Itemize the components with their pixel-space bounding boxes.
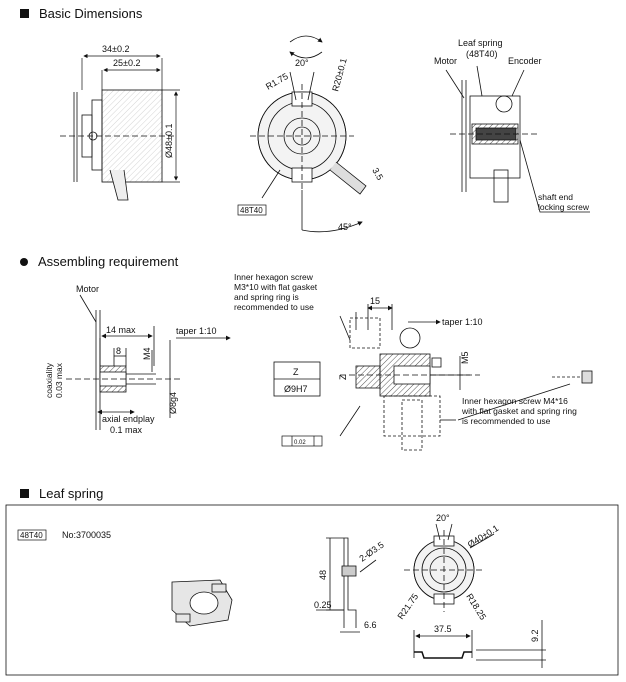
assembly-left: [66, 294, 231, 430]
section-view: [445, 65, 590, 213]
leaf-dim-66: 6.6: [364, 620, 377, 630]
shaft-line-1: shaft end: [538, 192, 573, 202]
dim-angle-top: 20°: [295, 58, 309, 68]
leaf-flat: [413, 620, 546, 668]
label-taper-2: taper 1:10: [442, 317, 483, 327]
leaf-r2: R18.25: [464, 592, 488, 622]
side-view: [60, 89, 175, 201]
side-dimensions: [81, 53, 180, 183]
dot-bullet-icon: [20, 257, 28, 266]
dim-width-total: 34±0.2: [102, 44, 129, 54]
section-title: Assembling requirement: [38, 254, 179, 269]
shaft-line-2: locking screw: [538, 202, 590, 212]
dim-d8g4: Ø8g4: [168, 392, 178, 414]
square-bullet-icon: [20, 9, 29, 18]
tolerance-value: 0.02: [294, 440, 306, 446]
dim-m4: M4: [142, 347, 152, 360]
leaf-frame: [5, 504, 619, 676]
dim-radius-b: R20±0.1: [330, 57, 348, 92]
coax-line-2: 0.03 max: [54, 362, 64, 398]
dim-m5: M5: [460, 351, 470, 364]
leaf-number: No:3700035: [62, 530, 111, 540]
label-coaxiality: coaxiality0.03 max: [44, 362, 64, 398]
endplay-line-2: 0.1 max: [110, 425, 143, 435]
leaf-dim-92: 9.2: [530, 629, 540, 642]
dim-14max: 14 max: [106, 325, 136, 335]
fit-box: [273, 361, 321, 397]
label-encoder: Encoder: [508, 56, 542, 66]
leaf-line-2: (48T40): [466, 49, 498, 59]
label-motor: Motor: [434, 56, 457, 66]
square-bullet-icon: [20, 489, 29, 498]
section-assembling: Assembling requirement: [20, 254, 178, 269]
section-leaf-spring: Leaf spring: [20, 486, 103, 501]
tag-48t40: 48T40: [240, 206, 263, 215]
leaf-dim-025: 0.25: [314, 600, 332, 610]
coax-line-1: coaxiality: [44, 362, 54, 398]
dim-width-body: 25±0.2: [113, 58, 140, 68]
dim-8: 8: [116, 346, 121, 356]
label-motor-2: Motor: [76, 284, 99, 294]
dim-offset: 3.5: [370, 166, 385, 182]
assembly-right: [339, 304, 480, 451]
dim-angle-side: 45°: [338, 222, 352, 232]
leaf-3d: [171, 579, 233, 627]
dim-15: 15: [370, 296, 380, 306]
leaf-dim-48: 48: [318, 570, 328, 580]
dim-diameter: Ø48±0.1: [164, 124, 174, 158]
leaf-front: [404, 523, 495, 612]
endplay-line-1: axial endplay: [102, 414, 155, 424]
label-taper-1: taper 1:10: [176, 326, 217, 336]
leaf-side: [316, 537, 377, 633]
leaf-tag: 48T40: [20, 531, 43, 540]
note-screw-m4: Inner hexagon screw M4*16 with flat gask…: [462, 396, 577, 426]
leaf-tag-box: [17, 529, 47, 541]
section-title: Basic Dimensions: [39, 6, 143, 21]
tolerance-frame: [281, 435, 323, 447]
note-screw-m3: Inner hexagon screw M3*10 with flat gask…: [234, 272, 318, 312]
fit-h7: Ø9H7: [284, 384, 308, 394]
tag-box: [237, 204, 267, 216]
leaf-r1: R21.75: [395, 592, 420, 622]
dim-radius-a: R1.75: [264, 71, 290, 92]
fit-z: Z: [293, 367, 299, 377]
leaf-line-1: Leaf spring: [458, 38, 503, 48]
screw-icon: [457, 370, 593, 421]
label-leaf-spring: Leaf spring(48T40): [458, 38, 503, 59]
leaf-angle: 20°: [436, 513, 450, 523]
dim-z-right: Z: [338, 374, 348, 380]
front-view: [250, 35, 367, 233]
leaf-diam: Ø40±0.1: [466, 523, 501, 550]
section-title: Leaf spring: [39, 486, 104, 501]
section-basic-dimensions: Basic Dimensions: [20, 6, 142, 21]
leaf-dim-hole: 2-Ø3.5: [357, 540, 385, 564]
leaf-dim-375: 37.5: [434, 624, 452, 634]
